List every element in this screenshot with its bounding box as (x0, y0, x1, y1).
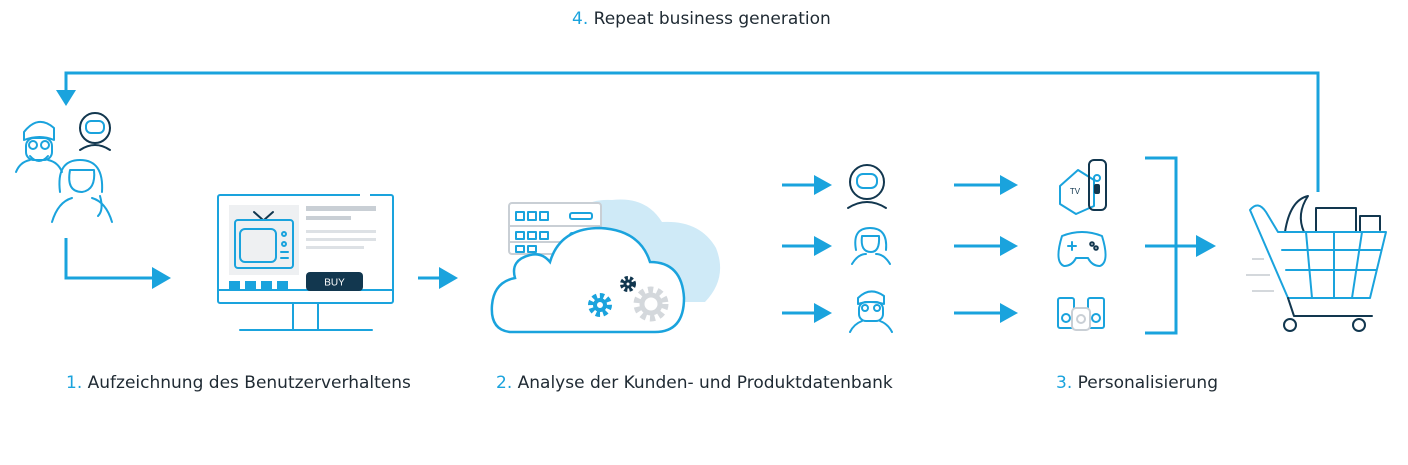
segment-man-icon (849, 290, 893, 333)
gear-dark-icon (620, 276, 636, 292)
tv-box-icon: TV (1059, 159, 1107, 215)
repeat-loop-arrow (56, 71, 1320, 192)
users-group (15, 112, 113, 223)
product-arrows (954, 175, 1018, 323)
buy-button[interactable]: BUY (306, 272, 363, 291)
bracket (1145, 156, 1216, 335)
step-1-label: 1. Aufzeichnung des Benutzerverhaltens (66, 373, 411, 393)
gear-large-icon (633, 286, 669, 322)
step-1-number: 1. (66, 373, 83, 393)
step-3-label: 3. Personalisierung (1056, 373, 1218, 393)
tv-box-label: TV (1070, 187, 1081, 196)
step-4-repeat-label: 4. Repeat business generation (572, 9, 831, 29)
segment-woman-icon (851, 227, 891, 265)
step-1-text: Aufzeichnung des Benutzerverhaltens (87, 373, 411, 393)
step-4-text: Repeat business generation (593, 9, 831, 29)
arrow-monitor-to-cloud (418, 267, 458, 289)
step-4-number: 4. (572, 9, 589, 29)
arrow-users-to-monitor (64, 238, 171, 289)
astronaut-icon (79, 112, 111, 151)
shopping-cart-icon (1246, 195, 1387, 332)
man-glasses-icon (15, 121, 63, 173)
gear-blue-icon (588, 293, 612, 317)
speakers-icon (1057, 297, 1105, 331)
gamepad-icon (1057, 231, 1107, 267)
segment-arrows (782, 175, 832, 323)
tv-icon (234, 211, 294, 269)
step-3-text: Personalisierung (1077, 373, 1218, 393)
step-2-text: Analyse der Kunden- und Produktdatenbank (517, 373, 893, 393)
segment-astronaut-icon (847, 164, 887, 209)
buy-label: BUY (324, 278, 345, 289)
step-3-number: 3. (1056, 373, 1073, 393)
step-2-number: 2. (496, 373, 513, 393)
woman-icon (51, 159, 113, 223)
cloud-server-icon (490, 199, 721, 334)
step-2-label: 2. Analyse der Kunden- und Produktdatenb… (496, 373, 893, 393)
monitor-icon: BUY (217, 192, 394, 331)
